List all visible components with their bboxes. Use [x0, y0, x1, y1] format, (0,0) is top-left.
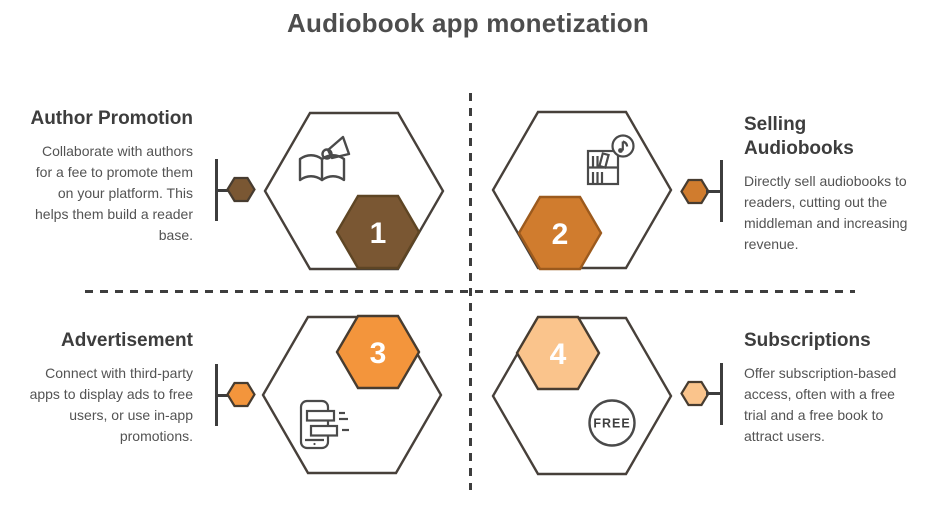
step-heading: Advertisement [61, 330, 193, 351]
step-heading: Subscriptions [744, 330, 871, 351]
quadrant-selling-audiobooks-text: Selling Audiobooks Directly sell audiobo… [744, 113, 909, 255]
step-number: 1 [370, 217, 387, 250]
quadrant-subscriptions-text: Subscriptions Offer subscription-based a… [744, 329, 909, 447]
connector-hline [706, 190, 720, 193]
step-body: Offer subscription-based access, often w… [744, 365, 897, 444]
step-number: 2 [552, 218, 569, 251]
step-number-hexagon: 4 [515, 315, 601, 391]
quadrant-advertisement-text: Advertisement Connect with third-party a… [28, 329, 193, 447]
step-number-hexagon: 2 [517, 195, 603, 271]
step-body: Collaborate with authors for a fee to pr… [35, 143, 193, 243]
connector-hexagon [226, 176, 256, 203]
step-heading: Author Promotion [30, 108, 193, 129]
step-number: 3 [370, 337, 387, 370]
connector-hline [217, 394, 231, 397]
connector-hexagon [226, 381, 256, 408]
connector-hline [217, 189, 231, 192]
divider-horizontal-dashed [85, 290, 855, 293]
bookshelf-music-icon [586, 134, 635, 186]
connector-vline [215, 159, 218, 221]
connector-hline [706, 392, 720, 395]
connector-vline [720, 363, 723, 425]
step-number-hexagon: 3 [335, 314, 421, 390]
page-title: Audiobook app monetization [287, 8, 649, 38]
step-number-hexagon: 1 [335, 194, 421, 270]
book-megaphone-icon [298, 135, 351, 182]
step-body: Connect with third-party apps to display… [29, 365, 193, 444]
quadrant-author-promotion-text: Author Promotion Collaborate with author… [28, 107, 193, 246]
connector-vline [720, 160, 723, 222]
step-number: 4 [550, 338, 567, 371]
connector-vline [215, 364, 218, 426]
free-badge-label: FREE [593, 417, 630, 431]
step-heading: Selling Audiobooks [744, 114, 854, 159]
step-body: Directly sell audiobooks to readers, cut… [744, 173, 908, 252]
free-badge-icon: FREE [588, 399, 636, 447]
phone-ads-icon [299, 399, 349, 450]
